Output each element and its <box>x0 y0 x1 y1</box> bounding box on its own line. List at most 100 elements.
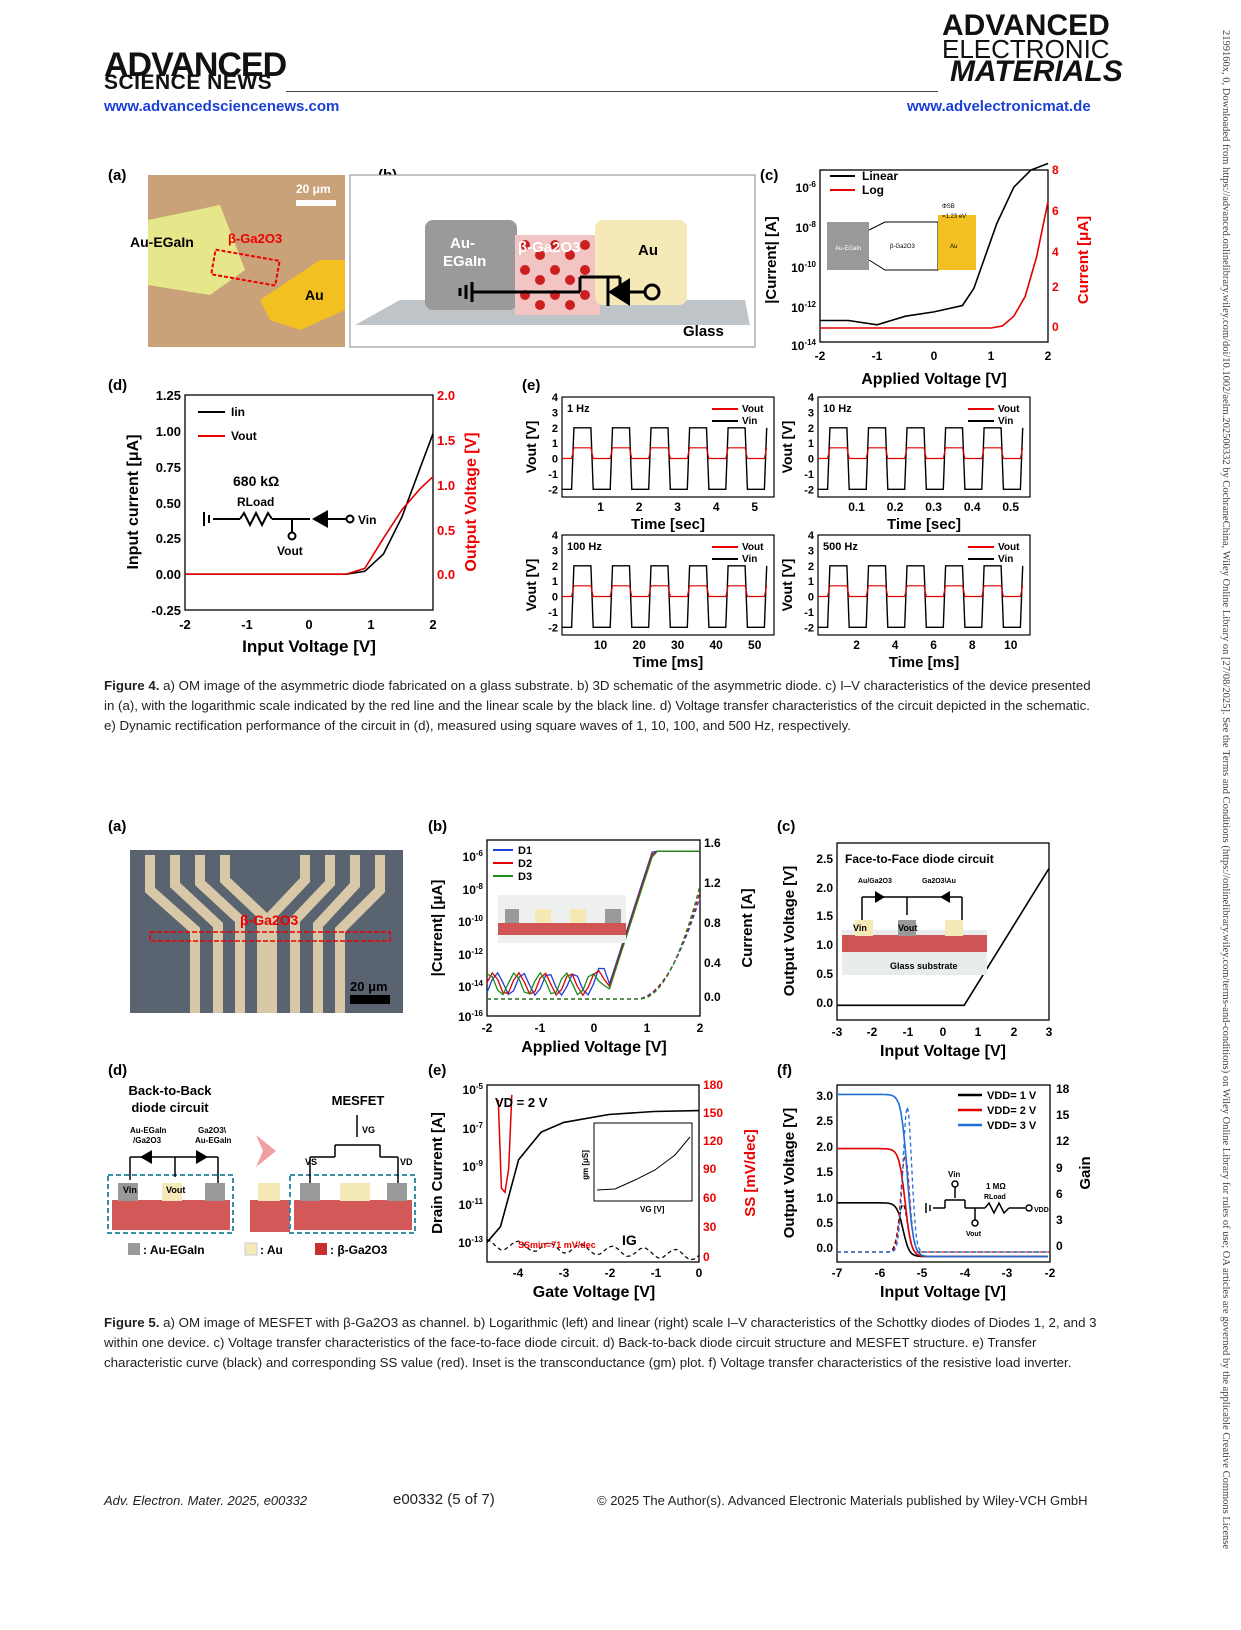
fig5e-label: (e) <box>428 1062 446 1079</box>
fig5d-legend-ga: : β-Ga2O3 <box>330 1243 388 1257</box>
fig4e-panel-frame <box>561 534 775 636</box>
left-url-link[interactable]: www.advancedsciencenews.com <box>104 98 340 115</box>
fig4e-xlabel: Time [ms] <box>633 654 704 670</box>
fig4e-ytick: 4 <box>552 392 559 404</box>
fig5b-xtick: 2 <box>697 1021 704 1035</box>
fig4d-axes-frame <box>184 394 434 611</box>
fig4e-panel-freq: 1 Hz <box>567 403 590 415</box>
fig4d-ytick: 1.25 <box>156 388 181 403</box>
fig4e-vout-series <box>562 447 768 460</box>
fig4e-ytick: -1 <box>548 469 558 481</box>
fig5f-plot: -7-6 -5-4 -3-2 3.02.5 2.01.5 1.00.5 0.0 … <box>781 1082 1094 1301</box>
fig5e-y2label: SS [mV/dec] <box>742 1129 759 1217</box>
fig4c-ytick: 10-8 <box>796 220 817 235</box>
fig4b-au-block <box>595 220 687 305</box>
fig4c-series-log <box>820 201 1049 329</box>
fig4a-channel-box <box>210 248 281 287</box>
fig5f-circuit <box>925 1180 1033 1227</box>
fig4e-ytick: 2 <box>808 561 814 573</box>
fig5f-ytick: 2.0 <box>816 1140 833 1154</box>
fig5d-mesfet-device <box>250 1174 416 1234</box>
fig4d-diode <box>312 510 328 528</box>
fig5c-t1: Au/Ga2O3 <box>858 878 892 885</box>
fig4-caption: Figure 4. a) OM image of the asymmetric … <box>104 676 1100 736</box>
fig5c-diode-2 <box>940 891 950 903</box>
fig4e-ytick: 4 <box>808 530 815 542</box>
fig5e-ylabel: Drain Current [A] <box>429 1112 446 1234</box>
fig5c-xtick: -1 <box>903 1025 914 1039</box>
fig5e-xtick: 0 <box>696 1266 703 1280</box>
fig5f-y2label: Gain <box>1077 1156 1094 1189</box>
fig4e-xtick: 3 <box>674 500 681 514</box>
fig5f-xtick: -2 <box>1045 1266 1056 1280</box>
fig4d-ytick: 0.75 <box>156 460 181 475</box>
fig4c-label: (c) <box>760 167 778 184</box>
fig5d-diode-1 <box>140 1150 152 1164</box>
fig5e-series-ss <box>497 1094 513 1194</box>
fig4e-legend-vout: Vout <box>998 542 1020 553</box>
fig5a-electrodes <box>145 855 385 1013</box>
fig5f-y2tick: 12 <box>1056 1134 1070 1148</box>
fig4e-ytick: 1 <box>552 438 558 450</box>
fig4c-inset-au: Au <box>950 244 957 250</box>
fig5d-back-to-back-device <box>107 1174 234 1234</box>
fig5b-series-d3-linear <box>487 885 701 1000</box>
fig5f-y2tick: 0 <box>1056 1239 1063 1253</box>
fig5b-xlabel: Applied Voltage [V] <box>521 1039 666 1056</box>
right-url-link[interactable]: www.advelectronicmat.de <box>907 98 1091 115</box>
fig4e-legend-vout: Vout <box>742 542 764 553</box>
fig5b-ytick: 10-6 <box>463 849 484 864</box>
fig4d-ytick: 0.50 <box>156 496 181 511</box>
fig5b-axes-frame <box>486 839 701 1017</box>
fig4e-ytick: 0 <box>808 592 814 604</box>
fig4d-ytick: 0.25 <box>156 531 181 546</box>
fig4c-band-inset: Au-EGaIn β-Ga2O3 Au ΦSB =1.23 eV <box>827 204 976 271</box>
fig5f-label: (f) <box>777 1062 792 1079</box>
footer-copyright: © 2025 The Author(s). Advanced Electroni… <box>597 1493 1088 1508</box>
fig4c-xtick: 1 <box>988 349 995 363</box>
fig4d-y2tick: 2.0 <box>437 388 455 403</box>
fig4d-xlabel: Input Voltage [V] <box>242 637 376 656</box>
fig5b-xtick: -1 <box>535 1021 546 1035</box>
fig5d-vout: Vout <box>166 1185 185 1195</box>
fig5c-t2: Ga2O3\Au <box>922 878 956 885</box>
fig5f-series-vout-3 <box>837 1093 1048 1258</box>
fig5f-series-gain-1 <box>837 1203 1050 1253</box>
fig5e-xtick: -2 <box>605 1266 616 1280</box>
fig4c-legend-linear: Linear <box>862 169 898 183</box>
fig4e-xtick: 0.4 <box>964 500 981 514</box>
fig4e-panel-frame <box>561 396 775 498</box>
fig4e-ytick: 2 <box>808 423 814 435</box>
fig5e-axes-frame <box>486 1084 700 1263</box>
fig5d-mesfet: MESFET <box>332 1093 385 1108</box>
fig4e-xlabel: Time [sec] <box>631 516 705 533</box>
fig4e-ytick: -2 <box>548 622 558 634</box>
fig4e-xtick: 6 <box>930 638 937 652</box>
footer-page: e00332 (5 of 7) <box>393 1491 495 1508</box>
fig4c-xlabel: Applied Voltage [V] <box>861 371 1006 388</box>
fig5b-y2tick: 1.2 <box>704 876 721 890</box>
fig5c-ytick: 0.5 <box>816 967 833 981</box>
fig4b-diode-symbol <box>458 275 661 302</box>
fig4e-panel-freq: 10 Hz <box>823 403 852 415</box>
fig5d-vs: VS <box>305 1157 317 1167</box>
fig5b-ytick: 10-14 <box>458 979 483 994</box>
fig4e-ylabel: Vout [V] <box>523 559 539 612</box>
fig4e-ylabel: Vout [V] <box>779 559 795 612</box>
fig5c-series-vout <box>837 867 1050 1007</box>
fig4e-xtick: 30 <box>671 638 685 652</box>
fig4c-series-linear <box>820 162 1049 326</box>
fig5d-l1a: Au-EGaIn <box>130 1126 167 1135</box>
fig4c-y2label: Current [μA] <box>1075 216 1092 304</box>
fig4b-egain-label-2: EGaIn <box>443 253 486 270</box>
fig4c-ytick: 10-6 <box>796 180 817 195</box>
fig4-caption-title: Figure 4. <box>104 678 160 693</box>
fig5b-ylabel: |Current| [μA] <box>429 880 446 977</box>
fig5c-ytick: 2.0 <box>816 881 833 895</box>
fig5d-l2a: Ga2O3\ <box>198 1126 227 1135</box>
fig5c-ytick: 1.0 <box>816 938 833 952</box>
